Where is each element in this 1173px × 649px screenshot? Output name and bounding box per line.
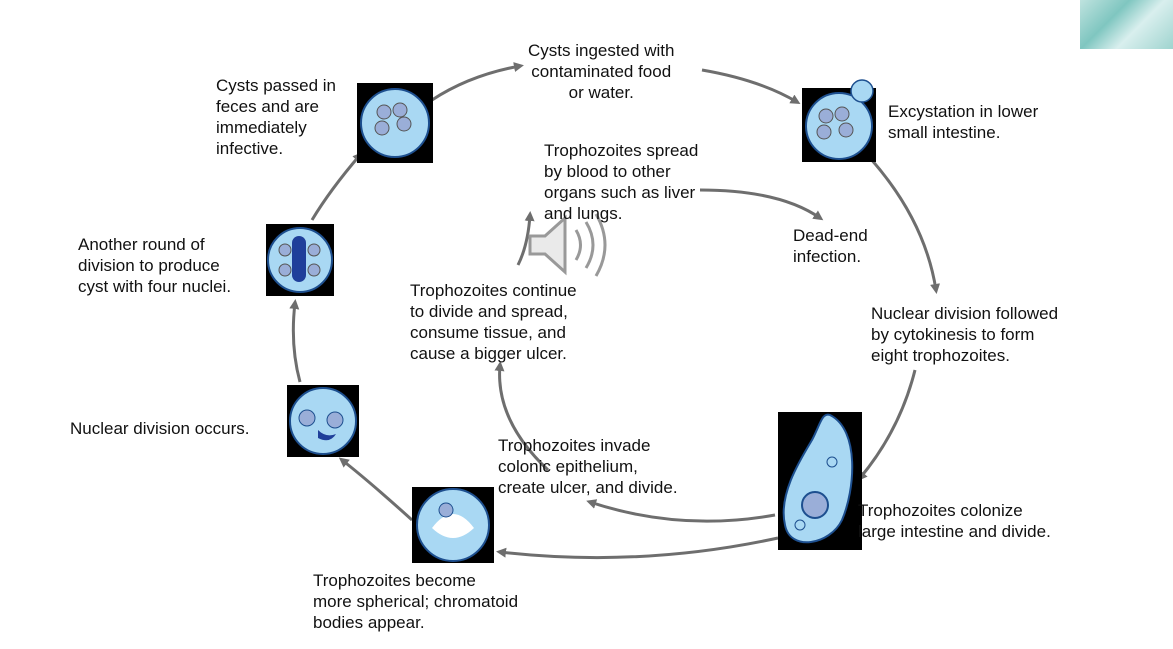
excystation-cell <box>802 79 876 162</box>
label-colonize: Trophozoites colonize large intestine an… <box>858 501 1051 541</box>
label-cysts-passed: Cysts passed in feces and are immediatel… <box>216 76 336 158</box>
label-another-round: Another round of division to produce cys… <box>78 235 232 296</box>
arrow-up-to-spread <box>516 211 535 266</box>
label-nuclear-division-followed: Nuclear division followed by cytokinesis… <box>871 304 1059 365</box>
nuclear-division-cell <box>287 385 359 457</box>
label-cysts-ingested: Cysts ingested with contaminated food or… <box>528 41 675 102</box>
arrow-to-nuclear-division-cell <box>338 457 414 522</box>
label-invade: Trophozoites invade colonic epithelium, … <box>498 436 678 497</box>
arrow-to-invade <box>586 499 776 523</box>
four-nuclei-cyst-cell <box>266 224 334 296</box>
arrow-to-spherical <box>496 536 779 560</box>
label-excystation: Excystation in lower small intestine. <box>888 102 1039 142</box>
label-continue-divide: Trophozoites continue to divide and spre… <box>410 281 577 363</box>
spherical-trophozoite-cell <box>412 487 494 563</box>
label-dead-end: Dead-end infection. <box>793 226 868 266</box>
label-spread-blood: Trophozoites spread by blood to other or… <box>544 141 699 223</box>
arrow-to-continue <box>494 361 550 472</box>
trophozoite-cell <box>778 412 862 550</box>
arrow-to-cyst-passed <box>310 151 363 221</box>
speaker-icon[interactable] <box>528 213 607 277</box>
arrow-to-nuclear-division <box>868 157 941 294</box>
arrow-to-ingested <box>431 62 524 102</box>
arrow-to-colonize <box>857 369 917 482</box>
arrow-to-excystation <box>701 68 801 105</box>
arrow-to-dead-end <box>699 188 824 221</box>
corner-image-fragment <box>1080 0 1173 49</box>
cyst-passed-cell <box>357 83 433 163</box>
label-nuclear-division-occurs: Nuclear division occurs. <box>70 419 250 438</box>
arrow-to-another-round <box>289 299 302 383</box>
label-spherical: Trophozoites become more spherical; chro… <box>313 571 519 632</box>
